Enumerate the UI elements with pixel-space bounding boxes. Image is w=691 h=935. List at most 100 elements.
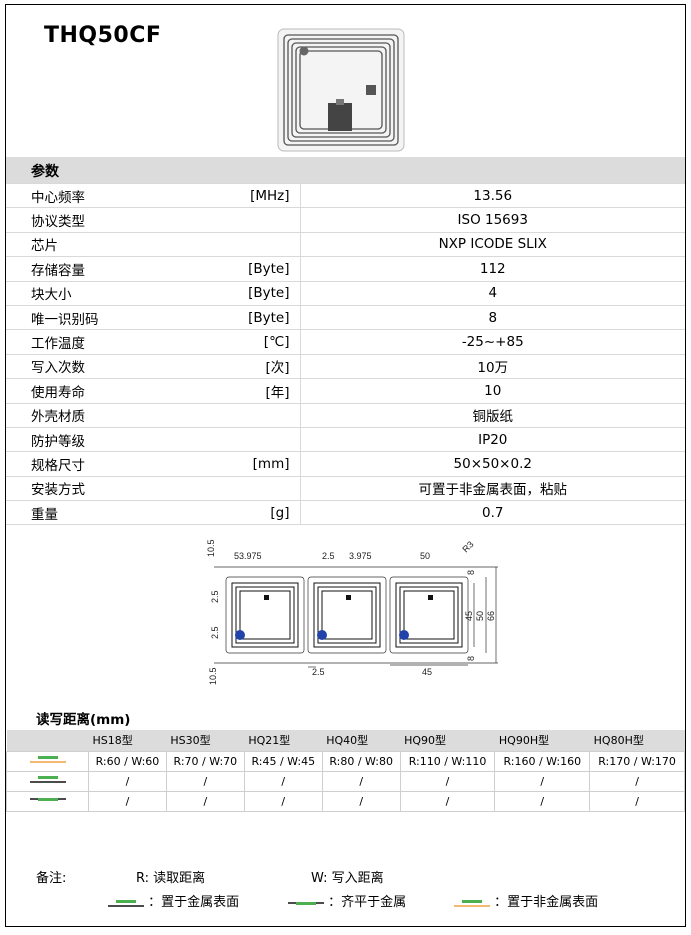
dimension-drawing: 10.5 53.975 2.5 3.975 50 R3 8 2.5 45 50 … (206, 539, 498, 685)
param-unit: [Byte] (206, 256, 301, 282)
dim-53-975: 53.975 (234, 551, 262, 561)
read-cell: R:60 / W:60 (88, 750, 167, 772)
dim-8-bottom: 8 (466, 656, 476, 661)
param-value: -25~+85 (300, 329, 685, 355)
param-row: 使用寿命[年]10 (6, 378, 685, 404)
note-r: R: 读取距离 (136, 867, 205, 886)
notes-label: 备注: (36, 871, 67, 886)
param-unit: [g] (206, 500, 301, 526)
param-row: 协议类型 ISO 15693 (6, 207, 685, 233)
param-name: 工作温度 (6, 329, 206, 355)
dim-2-5-bottom: 2.5 (312, 667, 325, 677)
dim-45-right: 45 (464, 611, 474, 621)
param-unit: [Byte] (206, 280, 301, 306)
param-row: 外壳材质 铜版纸 (6, 402, 685, 428)
param-value: 4 (300, 280, 685, 306)
param-row: 写入次数[次]10万 (6, 353, 685, 379)
reader-column-header: HQ40型 (322, 730, 401, 751)
param-value: ISO 15693 (300, 207, 685, 233)
on-metal-symbol (6, 770, 89, 792)
non-metal-symbol (454, 898, 490, 908)
param-unit: [年] (206, 378, 301, 404)
param-unit: [次] (206, 353, 301, 379)
param-value: NXP ICODE SLIX (300, 231, 685, 257)
read-cell: R:45 / W:45 (243, 750, 323, 772)
note-w-text: 写入距离 (331, 871, 384, 886)
param-name: 芯片 (6, 231, 206, 257)
read-cell: R:110 / W:110 (399, 750, 496, 772)
param-unit (206, 475, 301, 501)
param-name: 外壳材质 (6, 402, 206, 428)
param-value: 8 (300, 304, 685, 330)
non-metal-text: ：置于非金属表面 (494, 895, 599, 910)
dim-2-5-gap: 2.5 (322, 551, 335, 561)
dim-r3: R3 (460, 539, 475, 554)
param-value: 铜版纸 (300, 402, 685, 428)
param-unit (206, 402, 301, 428)
param-name: 协议类型 (6, 207, 206, 233)
param-value: 可置于非金属表面，粘贴 (300, 475, 685, 501)
read-cell: / (321, 770, 401, 792)
read-cell: / (88, 770, 167, 792)
param-value: 10 (300, 378, 685, 404)
dim-10-5-top: 10.5 (206, 539, 216, 557)
on-metal-symbol (108, 898, 144, 908)
note-w: W: 写入距离 (311, 867, 384, 886)
dim-66: 66 (486, 611, 496, 621)
param-name: 存储容量 (6, 256, 206, 282)
param-row: 中心频率[MHz]13.56 (6, 182, 685, 208)
note-on-metal: ：置于金属表面 (108, 891, 239, 910)
read-row: /////// (6, 790, 685, 812)
param-row: 工作温度[℃]-25~+85 (6, 329, 685, 355)
dim-8-top: 8 (466, 570, 476, 575)
read-cell: / (165, 770, 245, 792)
dim-2-5-left: 2.5 (210, 590, 220, 603)
mount-column-header (6, 730, 89, 751)
param-name: 规格尺寸 (6, 451, 206, 477)
param-unit (206, 207, 301, 233)
note-r-key: R: (136, 871, 150, 886)
read-cell: / (494, 790, 591, 812)
read-cell: / (494, 770, 591, 792)
param-unit: [Byte] (206, 304, 301, 330)
param-name: 写入次数 (6, 353, 206, 379)
non-metal-symbol (6, 750, 89, 772)
reader-column-header: HS30型 (166, 730, 245, 751)
param-row: 规格尺寸[mm]50×50×0.2 (6, 451, 685, 477)
param-unit (206, 426, 301, 452)
param-unit: [℃] (206, 329, 301, 355)
read-cell: / (399, 790, 496, 812)
read-cell: / (243, 790, 323, 812)
param-row: 唯一识别码[Byte]8 (6, 304, 685, 330)
param-row: 芯片 NXP ICODE SLIX (6, 231, 685, 257)
param-value: 112 (300, 256, 685, 282)
read-cell: R:80 / W:80 (321, 750, 401, 772)
param-name: 使用寿命 (6, 378, 206, 404)
param-row: 块大小[Byte]4 (6, 280, 685, 306)
param-value: 0.7 (300, 500, 685, 526)
dim-45-bottom: 45 (422, 667, 432, 677)
read-cell: / (589, 770, 685, 792)
product-title: THQ50CF (44, 23, 162, 48)
read-cell: R:170 / W:170 (589, 750, 685, 772)
reader-column-header: HS18型 (88, 730, 167, 751)
note-non-metal: ：置于非金属表面 (454, 891, 598, 910)
dim-50-top: 50 (420, 551, 430, 561)
param-row: 安装方式可置于非金属表面，粘贴 (6, 475, 685, 501)
read-distance-title: 读写距离(mm) (36, 712, 131, 728)
read-cell: / (399, 770, 496, 792)
rfid-tag-image (277, 28, 405, 152)
read-cell: / (243, 770, 323, 792)
dim-50-right: 50 (475, 611, 485, 621)
read-row: /////// (6, 770, 685, 792)
param-row: 存储容量[Byte]112 (6, 256, 685, 282)
dim-2-5-lower-left: 2.5 (210, 626, 220, 639)
read-cell: / (165, 790, 245, 812)
note-w-key: W: (311, 871, 328, 886)
param-value: 10万 (300, 353, 685, 379)
